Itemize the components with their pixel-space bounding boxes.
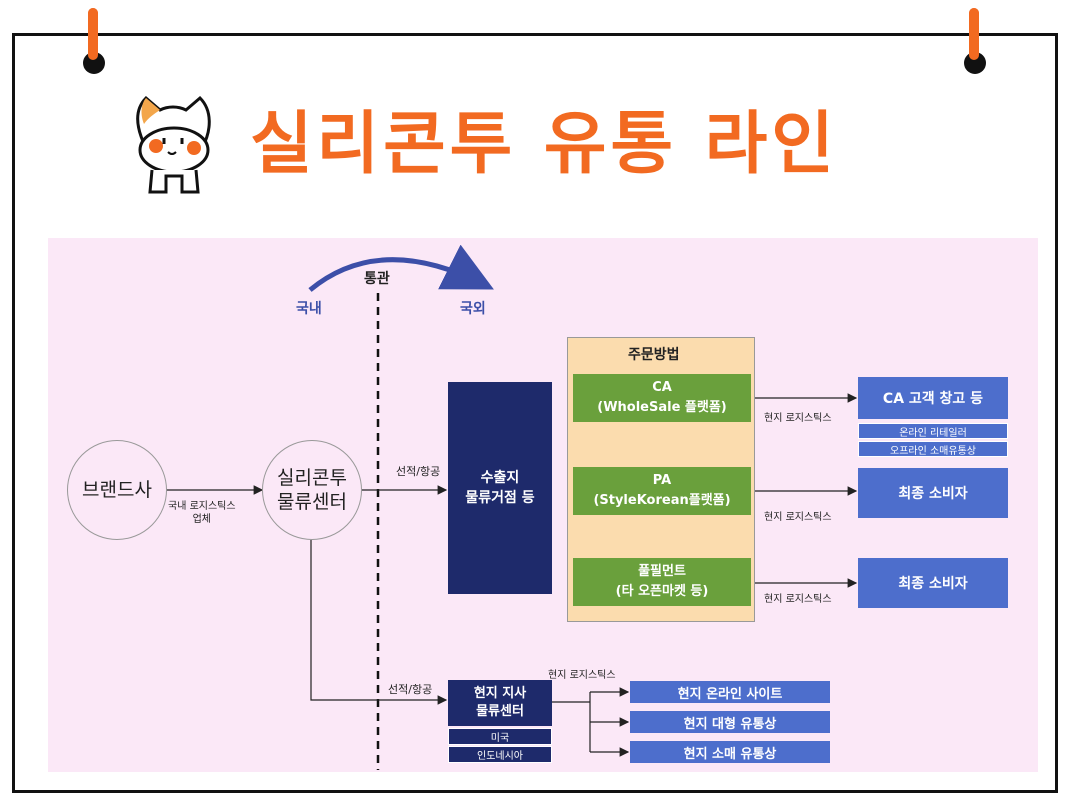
local-logistics-label-branch: 현지 로지스틱스 [548, 670, 616, 681]
ca-platform-node: CA (WholeSale 플랫폼) [573, 374, 751, 422]
customs-label: 통관 [364, 271, 390, 287]
domestic-logistics-label: 국내 로지스틱스 업체 [168, 501, 236, 525]
local-online-site-node: 현지 온라인 사이트 [630, 681, 830, 703]
right-hanger-pin-top [969, 8, 979, 60]
end-consumer-node-ff: 최종 소비자 [858, 558, 1008, 608]
domestic-label: 국내 [296, 301, 322, 317]
export-hub-node: 수출지 물류거점 등 [448, 382, 552, 594]
ca-warehouse-node: CA 고객 창고 등 [858, 377, 1008, 419]
ship-air-label-2: 선적/항공 [388, 683, 433, 696]
overseas-label: 국외 [460, 301, 486, 317]
end-consumer-node-pa: 최종 소비자 [858, 468, 1008, 518]
local-logistics-label-ca: 현지 로지스틱스 [764, 413, 832, 424]
local-logistics-label-pa: 현지 로지스틱스 [764, 512, 832, 523]
branch-indonesia-node: 인도네시아 [448, 746, 552, 763]
offline-retail-node: 오프라인 소매유통상 [858, 441, 1008, 457]
fulfillment-node: 풀필먼트 (타 오픈마켓 등) [573, 558, 751, 606]
left-hanger-pin-top [88, 8, 98, 60]
brand-node: 브랜드사 [67, 440, 167, 540]
page-title: 실리콘투 유통 라인 [250, 105, 838, 184]
order-method-title: 주문방법 [628, 347, 680, 363]
ship-air-label-1: 선적/항공 [396, 465, 441, 478]
branch-usa-node: 미국 [448, 728, 552, 745]
local-retail-distributor-node: 현지 소매 유통상 [630, 741, 830, 763]
pa-platform-node: PA (StyleKorean플랫폼) [573, 467, 751, 515]
silicon-logistics-center-node: 실리콘투 물류센터 [262, 440, 362, 540]
local-large-distributor-node: 현지 대형 유통상 [630, 711, 830, 733]
cat-mascot-icon [136, 95, 211, 194]
online-retailer-node: 온라인 리테일러 [858, 423, 1008, 439]
local-logistics-label-ff: 현지 로지스틱스 [764, 594, 832, 605]
local-branch-node: 현지 지사 물류센터 [448, 680, 552, 726]
